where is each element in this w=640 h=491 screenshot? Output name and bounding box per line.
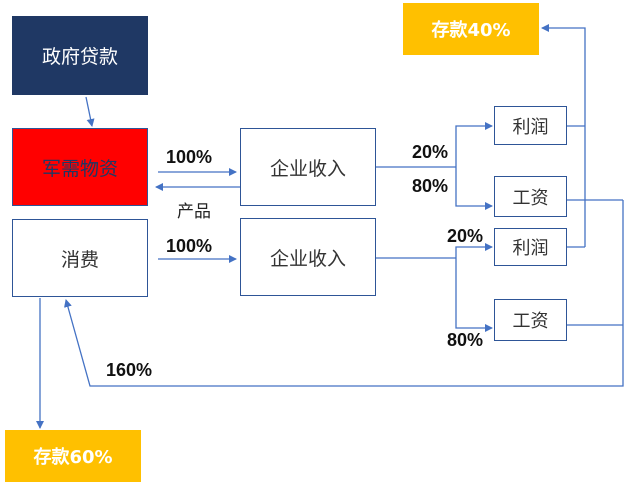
label-income2-to-profit: 20% [447,226,484,246]
military-supplies-node: 军需物资 [12,128,148,206]
label-consumption-to-income: 100% [166,236,213,256]
profit-node-1: 利润 [494,106,567,145]
deposit-40-node: 存款40% [403,3,539,55]
edge-income2-to-wages [455,258,493,332]
edge-profits-up-to-deposit [541,24,586,247]
edge-loan-to-supplies [85,96,95,127]
edge-income1-to-wages [455,167,493,210]
label-products: 产品 [177,202,211,222]
label-income1-to-wages: 80% [412,176,449,196]
label-supplies-to-income: 100% [166,147,213,167]
label-wages-to-consumption: 160% [106,360,153,380]
enterprise-income-node-1: 企业收入 [240,128,376,206]
wages-node-2: 工资 [494,299,567,341]
edge-income2-to-profit [455,243,493,258]
edge-income1-to-profit [455,122,493,167]
gov-loan-node: 政府贷款 [12,16,148,95]
profit-node-2: 利润 [494,228,567,266]
enterprise-income-node-2: 企业收入 [240,218,376,296]
wages-node-1: 工资 [494,176,567,217]
edge-wages-return [64,200,624,387]
label-income2-to-wages: 80% [447,330,484,350]
label-income1-to-profit: 20% [412,142,449,162]
deposit-60-node: 存款60% [5,430,141,482]
consumption-node: 消费 [12,219,148,297]
